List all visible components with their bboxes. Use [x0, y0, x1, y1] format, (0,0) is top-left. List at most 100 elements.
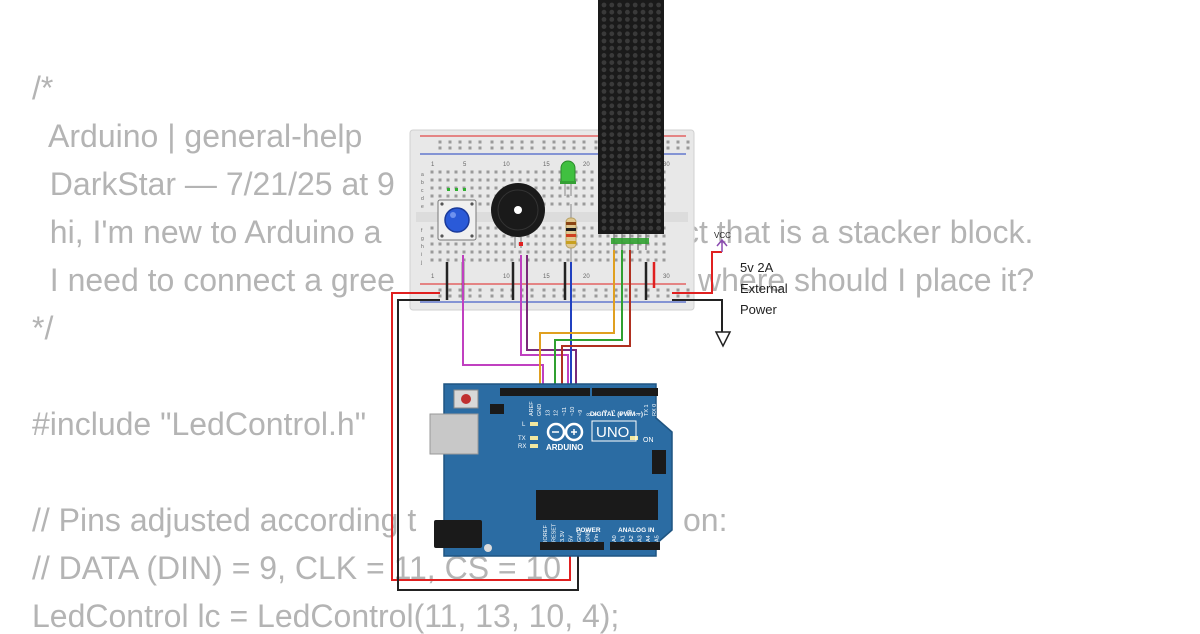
matrix-led [609, 117, 615, 123]
breadboard-hole [438, 194, 442, 198]
breadboard-hole [550, 202, 554, 206]
buzzer[interactable] [491, 183, 545, 248]
power-header-label: POWER [576, 527, 601, 534]
matrix-led [617, 168, 622, 174]
matrix-led [617, 81, 622, 87]
column-number: 10 [503, 274, 510, 280]
vcc-symbol[interactable]: VCC [714, 231, 731, 252]
matrix-led [601, 125, 607, 130]
matrix-led [648, 161, 654, 166]
rail-hole [666, 288, 670, 292]
matrix-led [632, 31, 638, 37]
breadboard-hole [542, 242, 546, 246]
matrix-led [609, 182, 615, 188]
matrix-led [601, 182, 607, 188]
breadboard-hole [630, 258, 634, 262]
breadboard-hole [534, 258, 538, 262]
matrix-led [601, 146, 607, 152]
breadboard-hole [582, 202, 586, 206]
matrix-led [625, 89, 630, 94]
breadboard-hole [574, 194, 578, 198]
breadboard-hole [486, 170, 490, 174]
breadboard-hole [486, 178, 490, 182]
matrix-led [625, 161, 630, 166]
rail-hole [438, 294, 442, 298]
breadboard-hole [606, 242, 610, 246]
breadboard-hole [590, 234, 594, 238]
matrix-led [617, 117, 622, 123]
breadboard-hole [534, 234, 538, 238]
breadboard-hole [590, 178, 594, 182]
matrix-led [609, 125, 615, 130]
rail-hole [542, 140, 546, 144]
matrix-led [656, 2, 661, 8]
rail-hole [438, 146, 442, 150]
rail-hole [582, 140, 586, 144]
breadboard-hole [494, 186, 498, 190]
resistor[interactable] [565, 204, 577, 266]
matrix-led [632, 24, 638, 29]
rail-hole [572, 294, 576, 298]
breadboard-hole [470, 178, 474, 182]
matrix-led [656, 218, 661, 224]
breadboard-hole [566, 258, 570, 262]
matrix-led [609, 225, 615, 231]
breadboard-hole [462, 170, 466, 174]
matrix-led [648, 197, 654, 202]
matrix-led [609, 24, 615, 29]
push-button[interactable] [437, 199, 477, 241]
matrix-led [625, 60, 630, 65]
rail-hole [686, 146, 690, 150]
rail-hole [676, 288, 680, 292]
breadboard-hole [638, 250, 642, 254]
led-matrix-display[interactable] [598, 0, 664, 250]
pin-label: 12 [554, 410, 560, 416]
matrix-led [601, 31, 607, 37]
arduino-uno-board[interactable]: UNO ARDUINO ON L TX RX DIGITAL (PWM ~) A… [429, 383, 673, 557]
rail-hole [458, 288, 462, 292]
brand-label: ARDUINO [546, 443, 583, 452]
matrix-led [601, 103, 607, 109]
rail-hole [448, 146, 452, 150]
rail-hole [552, 288, 556, 292]
breadboard-hole [526, 242, 530, 246]
matrix-led [640, 81, 646, 87]
matrix-led [656, 81, 661, 87]
breadboard-hole [630, 250, 634, 254]
matrix-led [640, 53, 646, 58]
breadboard-hole [654, 258, 658, 262]
matrix-led [617, 60, 622, 65]
reset-button[interactable] [453, 389, 479, 409]
matrix-led [632, 211, 638, 217]
breadboard-hole [598, 234, 602, 238]
breadboard-hole [662, 234, 666, 238]
matrix-led [625, 17, 630, 22]
ground-symbol[interactable] [714, 331, 732, 348]
breadboard-hole [454, 250, 458, 254]
matrix-led [648, 2, 654, 8]
matrix-led [632, 74, 638, 80]
green-led[interactable] [560, 160, 576, 196]
column-number: 20 [583, 162, 590, 168]
matrix-led [648, 182, 654, 188]
led-rx-label: RX [518, 444, 526, 450]
matrix-led [601, 67, 607, 73]
matrix-led [617, 9, 622, 15]
breadboard-hole [662, 242, 666, 246]
matrix-led [601, 225, 607, 231]
breadboard-hole [510, 170, 514, 174]
breadboard-hole [574, 202, 578, 206]
column-number: 1 [431, 274, 435, 280]
breadboard-hole [542, 178, 546, 182]
column-number: 20 [583, 274, 590, 280]
breadboard-hole [550, 250, 554, 254]
rail-hole [490, 294, 494, 298]
rail-hole [478, 140, 482, 144]
matrix-led [625, 96, 630, 101]
matrix-led [648, 89, 654, 94]
matrix-led [656, 175, 661, 181]
matrix-led [632, 53, 638, 58]
matrix-led [625, 218, 630, 224]
matrix-led [656, 110, 661, 116]
matrix-led [656, 117, 661, 123]
